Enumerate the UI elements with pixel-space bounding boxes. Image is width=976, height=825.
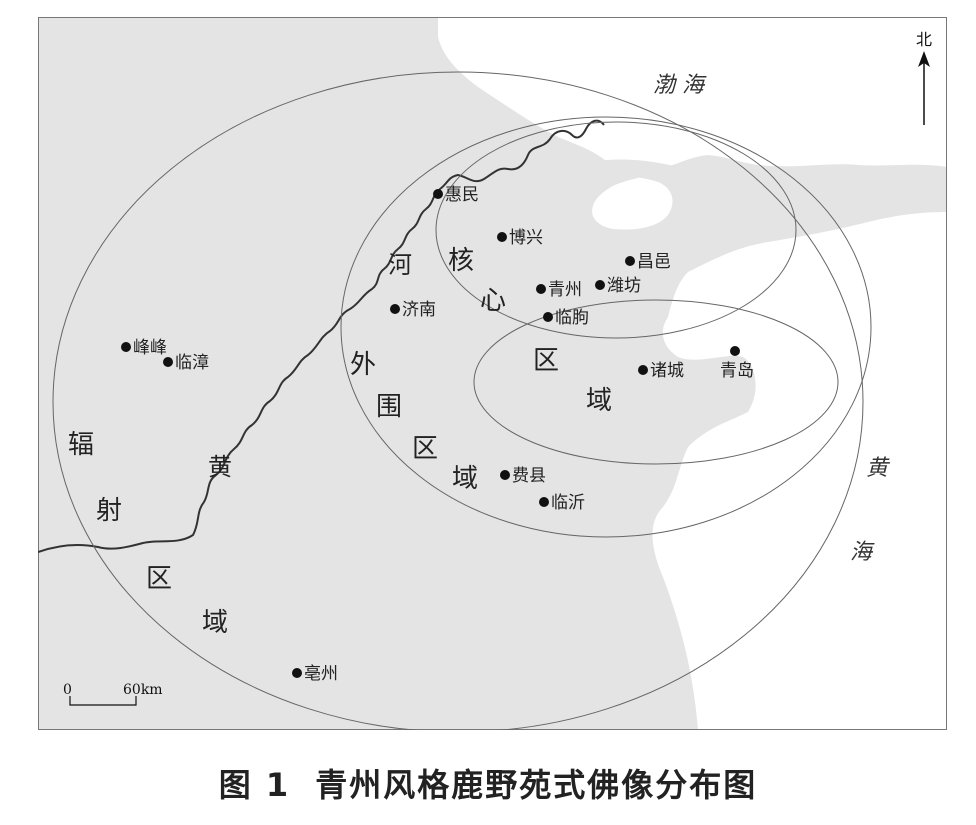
city-boxing: 博兴 xyxy=(497,228,543,248)
river-label-huang: 黄 xyxy=(208,453,232,481)
outer-zone-char-1: 外 xyxy=(350,350,376,380)
outer-zone-char-3: 区 xyxy=(412,434,438,464)
city-linyi: 临沂 xyxy=(539,493,585,513)
outer-zone-char-4: 域 xyxy=(452,464,478,494)
city-label: 济南 xyxy=(402,300,436,320)
north-label: 北 xyxy=(916,30,932,49)
scale-zero-label: 0 xyxy=(63,682,72,698)
figure-caption: 图 1 青州风格鹿野苑式佛像分布图 xyxy=(0,760,976,806)
yellow-river xyxy=(38,119,605,553)
city-bozhou: 亳州 xyxy=(292,664,338,684)
city-linzhang: 临漳 xyxy=(163,353,209,373)
city-label: 昌邑 xyxy=(637,252,671,272)
city-label: 青岛 xyxy=(720,361,754,381)
river-label-he: 河 xyxy=(388,251,412,279)
north-arrow: 北 xyxy=(916,30,932,125)
city-changyi: 昌邑 xyxy=(625,252,671,272)
city-linqu: 临朐 xyxy=(543,308,589,328)
city-jinan: 济南 xyxy=(390,300,436,320)
city-weifang: 潍坊 xyxy=(595,276,641,296)
figure-title: 青州风格鹿野苑式佛像分布图 xyxy=(315,766,758,804)
figure-number: 图 1 xyxy=(218,766,291,804)
city-label: 临漳 xyxy=(175,353,209,373)
city-label: 惠民 xyxy=(445,185,479,205)
map-frame: 北 渤 海 黄 海 河 黄 核 心 区 域 外 围 区 域 辐 射 区 域 惠民… xyxy=(38,17,947,730)
map-border xyxy=(38,17,947,730)
city-label: 亳州 xyxy=(304,664,338,684)
radiation-zone-char-2: 射 xyxy=(96,496,122,526)
city-huimin: 惠民 xyxy=(433,185,479,205)
sea-label-huanghai-1: 黄 xyxy=(866,456,891,481)
city-label: 临朐 xyxy=(555,308,589,328)
sea-area xyxy=(438,17,947,730)
sea-label-huanghai-2: 海 xyxy=(850,540,875,565)
radiation-zone-char-4: 域 xyxy=(202,608,228,638)
city-feixian: 费县 xyxy=(500,466,546,486)
radiation-zone-char-1: 辐 xyxy=(68,430,94,460)
city-qingdao: 青岛 xyxy=(720,346,754,381)
city-label: 临沂 xyxy=(551,493,585,513)
outer-zone-boundary xyxy=(340,116,872,538)
city-label: 博兴 xyxy=(509,228,543,248)
city-label: 峰峰 xyxy=(133,338,167,358)
core-zone-char-3: 区 xyxy=(533,346,559,376)
radiation-zone-boundary xyxy=(52,71,864,730)
city-fengfeng: 峰峰 xyxy=(121,338,167,358)
city-label: 青州 xyxy=(548,280,582,300)
sea-label-bohai: 渤 海 xyxy=(653,73,707,98)
city-label: 潍坊 xyxy=(607,276,641,296)
core-zone-char-4: 域 xyxy=(586,386,612,416)
city-zhucheng: 诸城 xyxy=(638,361,684,381)
core-zone-north-boundary xyxy=(435,121,797,339)
city-label: 费县 xyxy=(512,466,546,486)
outer-zone-char-2: 围 xyxy=(376,392,402,422)
core-zone-south-boundary xyxy=(473,299,839,465)
core-zone-char-1: 核 xyxy=(448,246,474,276)
scale-distance-label: 60km xyxy=(123,682,163,698)
core-zone-char-2: 心 xyxy=(480,286,506,316)
city-qingzhou: 青州 xyxy=(536,280,582,300)
city-label: 诸城 xyxy=(650,361,684,381)
radiation-zone-char-3: 区 xyxy=(146,564,172,594)
scale-bar: 0 60km xyxy=(63,682,163,706)
